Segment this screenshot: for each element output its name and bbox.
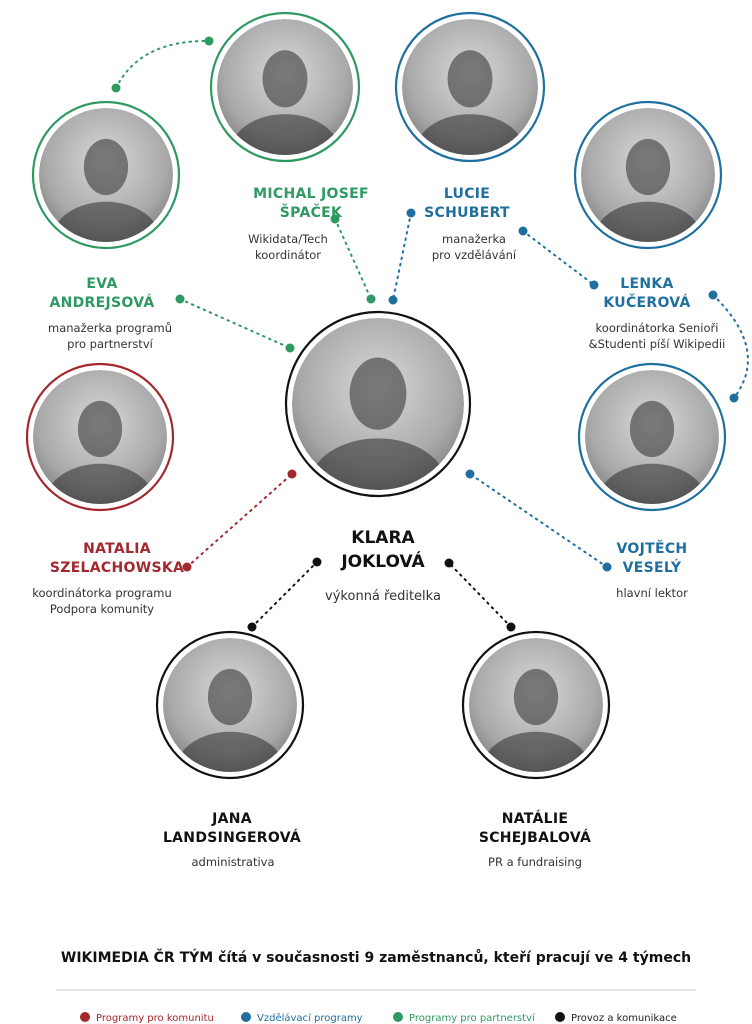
jana-name-line: LANDSINGEROVÁ — [163, 829, 301, 846]
natalia-portrait — [25, 362, 175, 512]
eva-role-line: manažerka programů — [48, 321, 172, 335]
michal-role-line: Wikidata/Tech — [248, 232, 328, 246]
eva-connector-dot — [175, 294, 185, 304]
jana-connector — [251, 561, 318, 628]
natalie-name-line: NATÁLIE — [502, 810, 569, 827]
michal-role-line: koordinátor — [255, 248, 321, 262]
vojtech-connector-dot — [602, 562, 612, 572]
legend-label: Provoz a komunikace — [571, 1013, 677, 1024]
michal-name-line: MICHAL JOSEF — [253, 186, 369, 202]
director-role: výkonná ředitelka — [325, 589, 441, 604]
director-label: KLARA JOKLOVÁ výkonná ředitelka — [325, 528, 441, 604]
lenka-connector-dot — [589, 280, 599, 290]
michal-connector — [334, 218, 372, 300]
natalie-role-line: PR a fundraising — [488, 855, 582, 869]
legend-item-black: Provoz a komunikace — [555, 1012, 677, 1024]
legend-dot — [555, 1012, 565, 1022]
legend-dot — [393, 1012, 403, 1022]
lucie-connector-dot — [406, 208, 416, 218]
natalia-connector — [186, 473, 293, 568]
natalie-connector — [448, 562, 512, 628]
legend-item-blue: Vzdělávací programy — [241, 1012, 363, 1024]
link-connector-dot — [729, 393, 739, 403]
director-name-line-1: KLARA — [351, 528, 415, 548]
vojtech-connector — [469, 473, 608, 568]
vojtech-portrait — [577, 362, 727, 512]
link-connector — [712, 294, 749, 399]
lucie-name-line: SCHUBERT — [424, 205, 510, 221]
natalie-connector-dot — [506, 622, 516, 632]
natalie-connector-dot — [444, 558, 454, 568]
michal-connector-dot — [366, 294, 376, 304]
team-legend: Programy pro komunitu Vzdělávací programy… — [80, 1012, 677, 1024]
eva-role-line: pro partnerství — [67, 337, 153, 351]
director-name-line-2: JOKLOVÁ — [340, 550, 425, 572]
natalie-name-line: SCHEJBALOVÁ — [479, 829, 591, 846]
lenka-name-line: KUČEROVÁ — [603, 293, 690, 311]
legend-label: Programy pro partnerství — [409, 1012, 536, 1024]
eva-name-line: EVA — [86, 276, 117, 292]
natalia-connector-dot — [287, 469, 297, 479]
connector-lines — [111, 36, 749, 632]
lenka-connector-dot — [518, 226, 528, 236]
natalia-role-line: Podpora komunity — [50, 602, 154, 616]
link-connector-dot — [111, 83, 121, 93]
legend-dot — [241, 1012, 251, 1022]
eva-connector-dot — [285, 343, 295, 353]
lucie-name-line: LUCIE — [444, 186, 490, 202]
lenka-portrait — [573, 100, 723, 250]
link-connector — [115, 39, 210, 89]
eva-name-line: ANDREJSOVÁ — [49, 294, 154, 311]
vojtech-connector-dot — [465, 469, 475, 479]
michal-name-line: ŠPAČEK — [280, 203, 343, 221]
lenka-name-line: LENKA — [620, 276, 673, 292]
lucie-connector-dot — [388, 295, 398, 305]
vojtech-name-line: VOJTĚCH — [617, 540, 688, 557]
portrait-photos — [25, 11, 727, 780]
lucie-role-line: manažerka — [442, 232, 506, 246]
natalia-role-line: koordinátorka programu — [32, 586, 172, 600]
legend-dot — [80, 1012, 90, 1022]
link-connector-dot — [204, 36, 214, 46]
jana-role-line: administrativa — [191, 855, 274, 869]
natalia-name-line: SZELACHOWSKA — [50, 560, 184, 576]
link-connector-dot — [708, 290, 718, 300]
natalie-portrait — [461, 630, 611, 780]
michal-connector-dot — [330, 214, 340, 224]
footer-title: WIKIMEDIA ČR TÝM čítá v současnosti 9 za… — [61, 948, 691, 966]
legend-item-red: Programy pro komunitu — [80, 1012, 214, 1024]
jana-connector-dot — [247, 622, 257, 632]
natalia-name-line: NATALIA — [83, 541, 151, 557]
jana-portrait — [155, 630, 305, 780]
eva-connector — [179, 298, 291, 349]
jana-name-line: JANA — [211, 811, 252, 827]
director-portrait — [284, 310, 472, 498]
michal-portrait — [209, 11, 361, 163]
lenka-role-line: koordinátorka Senioři — [596, 321, 719, 335]
vojtech-name-line: VESELÝ — [623, 558, 682, 576]
vojtech-role-line: hlavní lektor — [616, 586, 688, 600]
lenka-connector — [522, 230, 595, 286]
lucie-portrait — [394, 11, 546, 163]
lucie-connector — [392, 212, 412, 301]
legend-item-green: Programy pro partnerství — [393, 1012, 536, 1024]
legend-label: Vzdělávací programy — [257, 1012, 363, 1024]
eva-portrait — [31, 100, 181, 250]
jana-connector-dot — [312, 557, 322, 567]
legend-label: Programy pro komunitu — [96, 1013, 214, 1024]
lenka-role-line: &Studenti píší Wikipedii — [589, 337, 726, 351]
natalia-connector-dot — [182, 562, 192, 572]
lucie-role-line: pro vzdělávání — [432, 248, 517, 262]
